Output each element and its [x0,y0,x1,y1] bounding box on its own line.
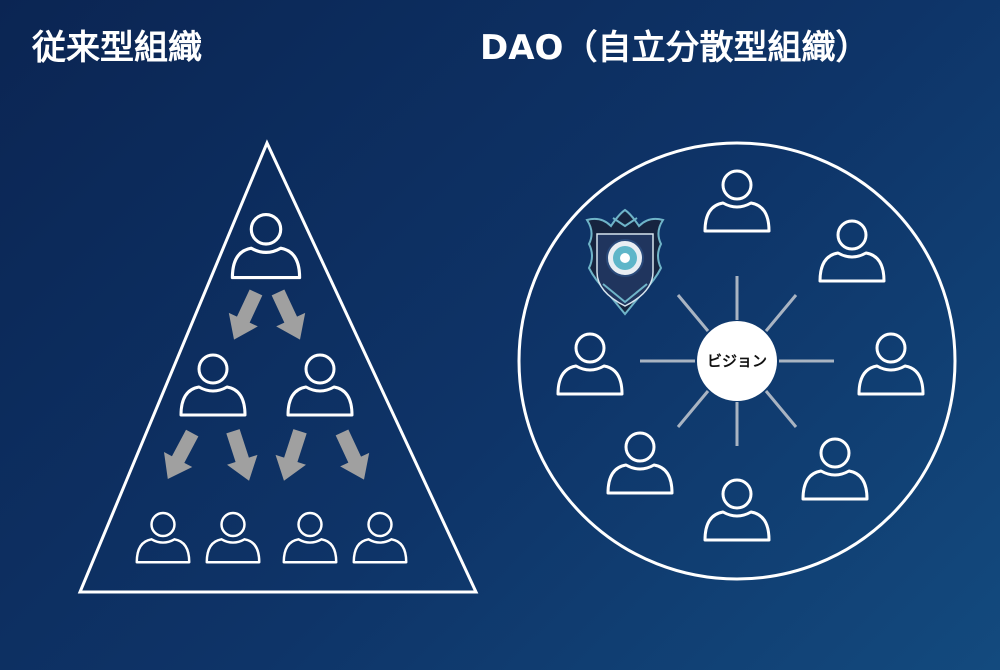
person-icon [179,353,247,417]
dao-boundary-circle [517,141,957,581]
dao-organization-title: DAO（自立分散型組織） [480,28,870,68]
traditional-organization-title: 従来型組織 [32,28,202,68]
club-emblem-icon [585,208,665,316]
person-icon [857,332,925,396]
person-icon [205,511,261,564]
arrow-down-icon [219,285,271,347]
person-icon [230,213,302,280]
vision-spokes [640,276,834,446]
person-icon [801,437,869,501]
person-icon [352,511,408,564]
vision-center-circle [697,321,777,401]
person-icon [282,511,338,564]
arrow-down-icon [263,285,315,347]
arrow-down-icon [217,426,265,486]
pyramid-outline [77,139,479,594]
person-icon [703,169,771,233]
person-icon [286,353,354,417]
dao-network: ビジョン [517,141,957,581]
arrow-down-icon [153,425,207,487]
arrow-down-icon [327,425,379,487]
person-icon [606,431,674,495]
person-icon [703,478,771,542]
hierarchy-pyramid [77,139,479,594]
arrow-down-icon [268,426,316,486]
person-icon [556,332,624,396]
person-icon [135,511,191,564]
person-icon [818,219,886,283]
vision-label: ビジョン [707,352,767,370]
